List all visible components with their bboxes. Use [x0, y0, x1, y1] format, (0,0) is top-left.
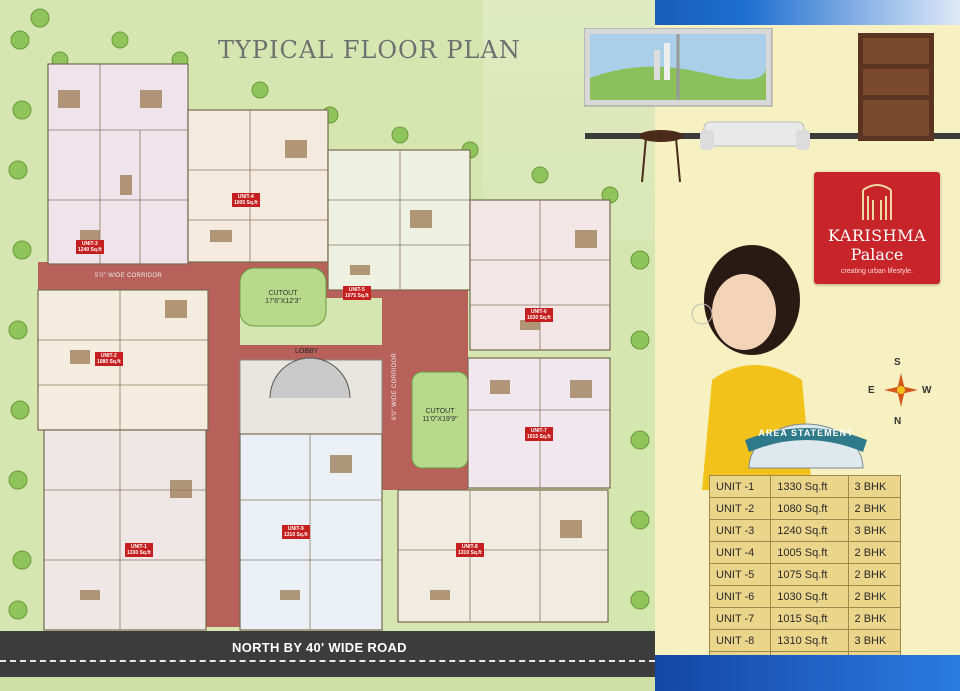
cutout-right-label: CUTOUT 11'0"X19'9" [422, 408, 458, 423]
area-cell-unit: UNIT -7 [708, 607, 772, 630]
unit-tag-1: UNIT-1 1330 Sq.ft [125, 543, 153, 557]
blue-footer-band [655, 655, 960, 691]
road-centerline [0, 660, 655, 662]
unit-tag-6: UNIT-6 1030 Sq.ft [525, 308, 553, 322]
unit-tag-4: UNIT-4 1005 Sq.ft [232, 193, 260, 207]
area-cell-type: 2 BHK [847, 607, 902, 630]
unit-tag-7: UNIT-7 1015 Sq.ft [525, 427, 553, 441]
plan-title: TYPICAL FLOOR PLAN [218, 36, 521, 64]
area-cell-unit: UNIT -4 [708, 541, 772, 564]
area-cell-area: 1030 Sq.ft [770, 585, 849, 608]
table-illustration [639, 130, 683, 183]
karishma-palace-logo: KARISHMA Palace creating urban lifestyle… [814, 172, 940, 284]
unit-tag-5: UNIT-5 1075 Sq.ft [343, 286, 371, 300]
corridor-right-label: 6'0" WIDE CORRIDOR [392, 352, 398, 420]
area-cell-type: 2 BHK [847, 563, 902, 586]
compass-top-letter: S [894, 357, 901, 368]
area-cell-type: 2 BHK [847, 497, 902, 520]
area-cell-area: 1075 Sq.ft [770, 563, 849, 586]
window-illustration [584, 28, 773, 107]
bookshelf-illustration [858, 33, 934, 141]
unit-tag-8: UNIT-8 1310 Sq.ft [456, 543, 484, 557]
area-cell-unit: UNIT -3 [708, 519, 772, 542]
compass-rose-icon [884, 373, 918, 407]
area-statement-header [745, 423, 867, 469]
compass-bottom-letter: N [894, 416, 902, 427]
sofa-illustration [700, 121, 810, 150]
area-cell-area: 1240 Sq.ft [770, 519, 849, 542]
lobby-label: LOBBY [295, 348, 319, 355]
area-cell-area: 1005 Sq.ft [770, 541, 849, 564]
cutout-top-label: CUTOUT 17'6"X12'3" [265, 290, 301, 305]
corridor-top-label: 5'0" WIDE CORRIDOR [95, 273, 163, 279]
area-cell-area: 1015 Sq.ft [770, 607, 849, 630]
area-cell-unit: UNIT -2 [708, 497, 772, 520]
area-cell-area: 1310 Sq.ft [770, 629, 849, 652]
palace-emblem-icon [862, 184, 892, 220]
floor-plan-drawing [0, 0, 655, 631]
area-cell-type: 3 BHK [847, 629, 902, 652]
area-cell-type: 2 BHK [847, 585, 902, 608]
area-cell-unit: UNIT -1 [708, 475, 772, 498]
brand-name-line1: KARISHMA [827, 226, 927, 245]
area-cell-area: 1330 Sq.ft [770, 475, 849, 498]
area-cell-type: 2 BHK [847, 541, 902, 564]
brand-tagline: creating urban lifestyle. [841, 268, 913, 275]
area-cell-unit: UNIT -6 [708, 585, 772, 608]
girl-blowing-bubbles [691, 245, 812, 490]
compass-right-letter: W [922, 385, 932, 396]
road-label: NORTH BY 40' WIDE ROAD [232, 640, 407, 655]
area-cell-unit: UNIT -5 [708, 563, 772, 586]
road-strip [0, 631, 655, 677]
unit-tag-9: UNIT-9 1310 Sq.ft [282, 525, 310, 539]
area-cell-type: 3 BHK [847, 475, 902, 498]
unit-tag-2: UNIT-2 1080 Sq.ft [95, 352, 123, 366]
area-cell-unit: UNIT -8 [708, 629, 772, 652]
area-statement-title: AREA STATEMENT [758, 428, 854, 438]
area-cell-area: 1080 Sq.ft [770, 497, 849, 520]
unit-tag-3: UNIT-3 1240 Sq.ft [76, 240, 104, 254]
area-cell-type: 3 BHK [847, 519, 902, 542]
compass-left-letter: E [868, 385, 875, 396]
brand-name-line2: Palace [850, 245, 904, 264]
